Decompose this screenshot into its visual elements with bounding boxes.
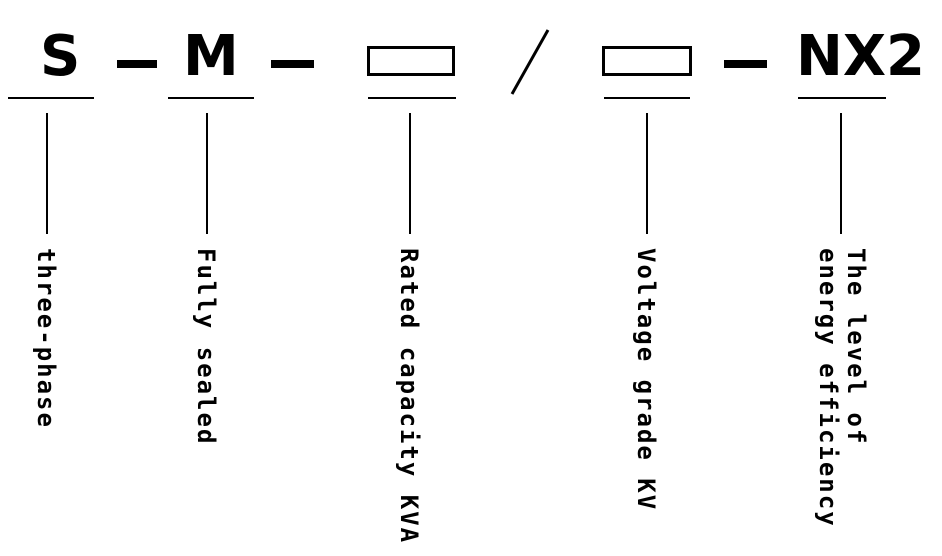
connector-line-2 — [206, 113, 208, 234]
label-three-phase: three-phase — [32, 248, 60, 429]
underline-rated-capacity — [368, 97, 456, 99]
code-suffix-nx2: NX2 — [796, 24, 926, 89]
label-energy-level-line1: The level of — [842, 248, 870, 446]
label-energy-level-line2: energy efficiency — [814, 248, 842, 528]
separator-dash-3 — [724, 60, 767, 68]
underline-energy-level — [798, 97, 886, 99]
connector-line-1 — [46, 113, 48, 234]
label-voltage-grade: Voltage grade KV — [632, 248, 660, 512]
label-rated-capacity: Rated capacity KVA — [395, 248, 423, 545]
connector-line-5 — [840, 113, 842, 234]
connector-line-3 — [409, 113, 411, 234]
label-fully-sealed: Fully sealed — [192, 248, 220, 446]
underline-voltage-grade — [604, 97, 690, 99]
connector-line-4 — [646, 113, 648, 234]
underline-three-phase — [8, 97, 94, 99]
separator-dash-2 — [271, 60, 314, 68]
separator-dash-1 — [117, 60, 157, 68]
voltage-placeholder-box — [602, 46, 692, 76]
slash-separator — [510, 29, 550, 95]
code-letter-m: M — [183, 24, 239, 89]
underline-fully-sealed — [168, 97, 254, 99]
code-letter-s: S — [40, 24, 81, 89]
capacity-placeholder-box — [367, 46, 455, 76]
